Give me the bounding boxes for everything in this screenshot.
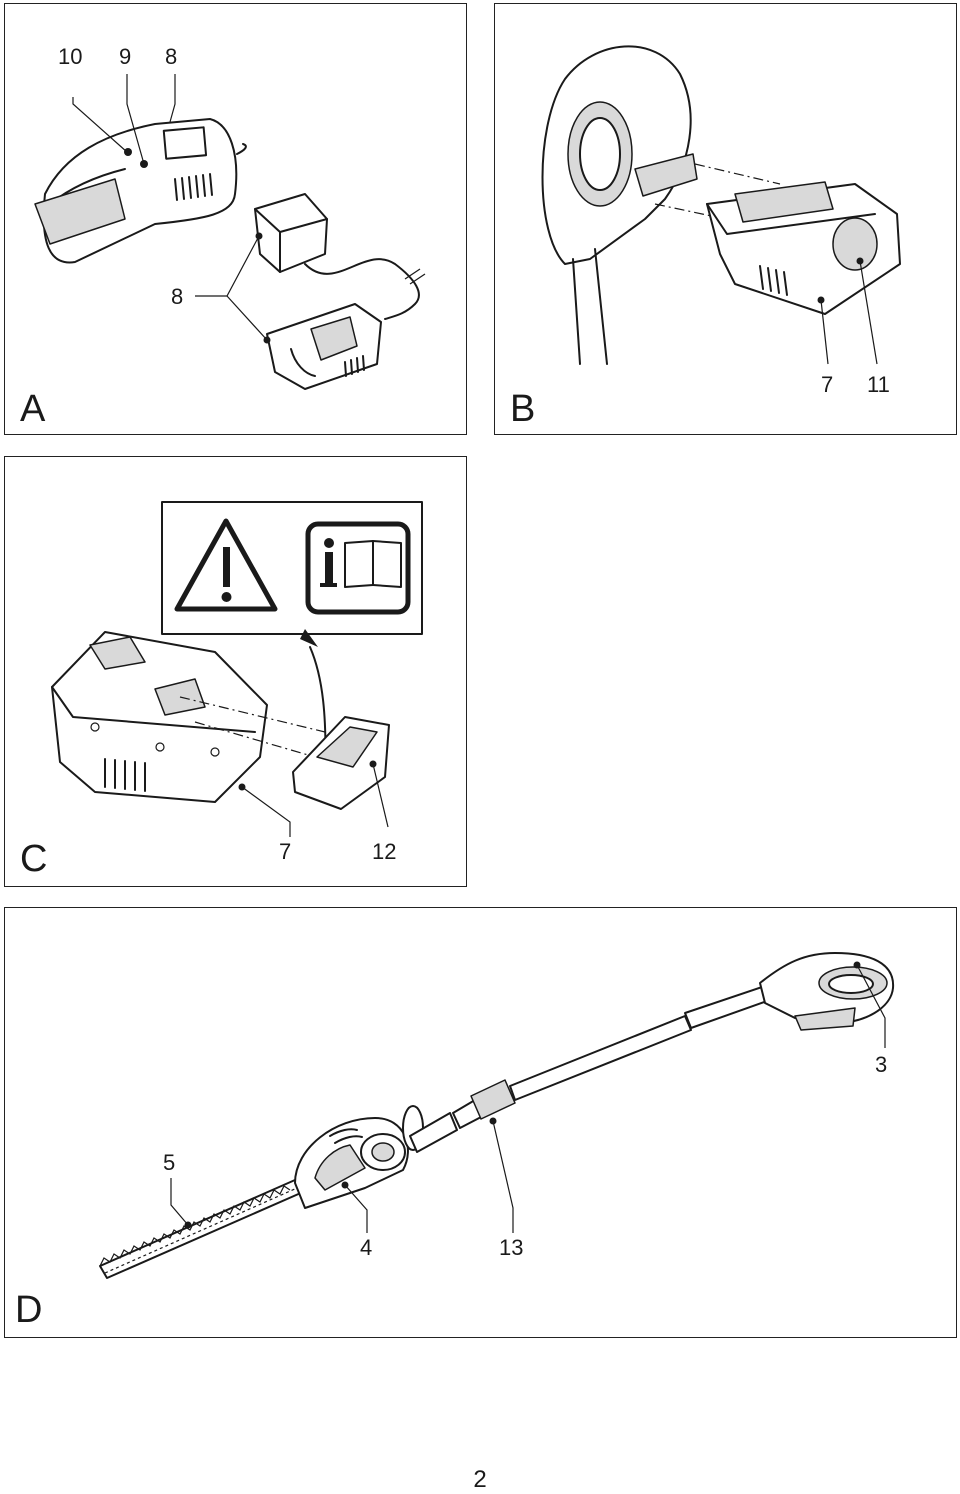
figure-panel-a: 10 9 8 8 A — [4, 3, 467, 435]
callout-7: 7 — [821, 372, 834, 397]
callout-3: 3 — [875, 1052, 888, 1077]
tool-handle-battery-illustration — [541, 45, 901, 365]
warning-triangle-icon — [174, 518, 278, 612]
callout-8-pair: 8 — [171, 284, 184, 309]
battery-warning-illustration — [51, 501, 423, 837]
figure-panel-d: 3 5 4 13 D — [4, 907, 957, 1338]
callout-10: 10 — [58, 44, 83, 69]
page-number: 2 — [473, 1466, 487, 1493]
battery-vents — [759, 265, 788, 296]
callout-8-top: 8 — [165, 44, 178, 69]
figure-panel-b: 7 11 B — [494, 3, 957, 435]
callout-12: 12 — [372, 839, 397, 864]
lower-charger-vents — [344, 355, 365, 377]
callout-11: 11 — [867, 372, 890, 397]
panel-letter-d: D — [15, 1289, 43, 1331]
panel-letter-a: A — [20, 388, 46, 430]
hedge-trimmer-illustration — [99, 952, 895, 1279]
charger-vents — [174, 173, 213, 201]
charter-illustration — [34, 74, 426, 390]
panel-letter-b: B — [510, 388, 536, 430]
figure-panel-c: 7 12 C — [4, 456, 467, 887]
battery-c-vents — [104, 758, 146, 792]
callout-4: 4 — [360, 1235, 373, 1260]
panel-letter-c: C — [20, 838, 48, 880]
read-manual-icon — [305, 521, 411, 615]
callout-9: 9 — [119, 44, 132, 69]
callout-13: 13 — [499, 1235, 524, 1260]
callout-5: 5 — [163, 1150, 176, 1175]
callout-7: 7 — [279, 839, 292, 864]
